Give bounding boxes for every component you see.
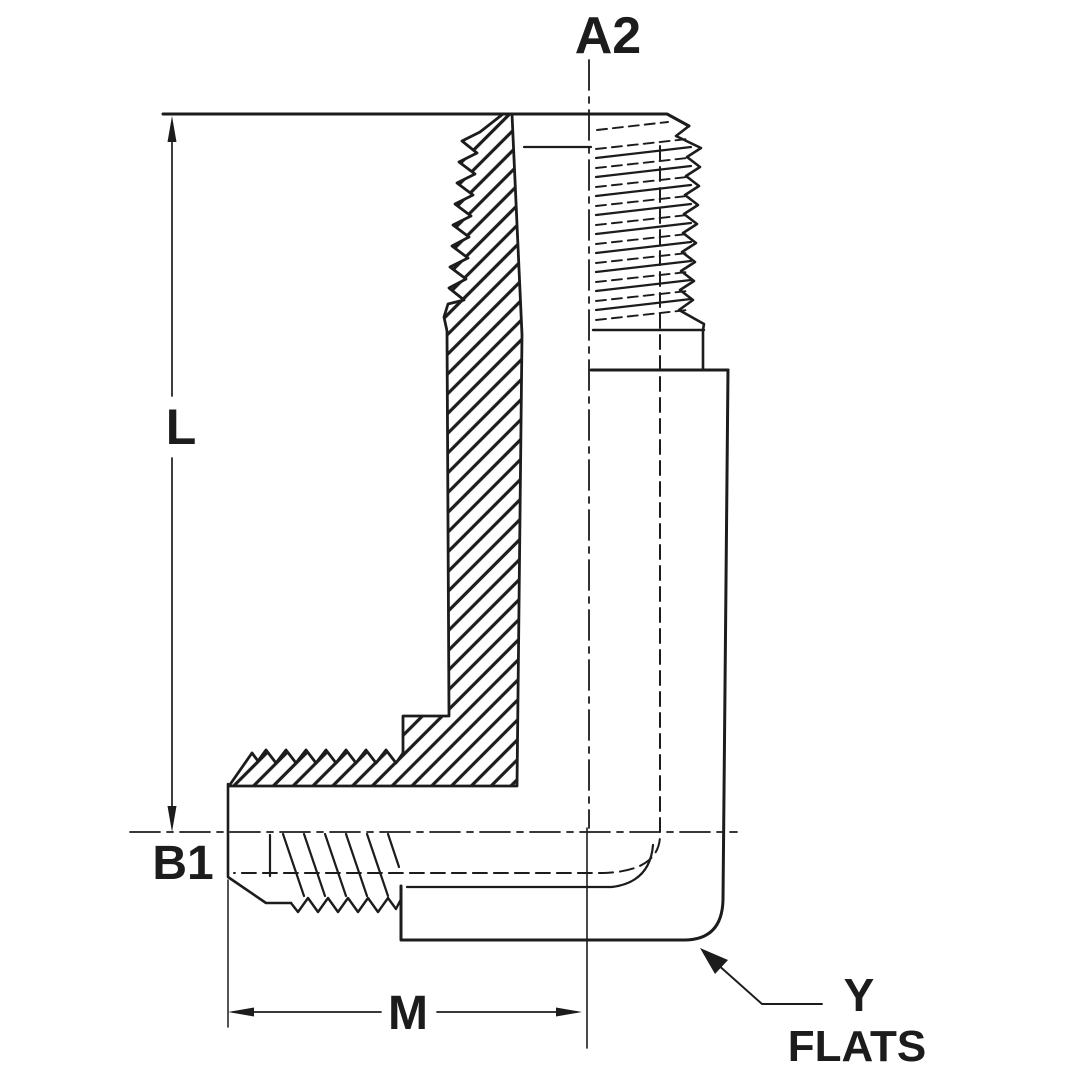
- thread-root-line: [595, 290, 688, 302]
- thread-root-line: [596, 121, 669, 131]
- thread-flank-line: [365, 832, 390, 898]
- thread-crest-line: [594, 202, 693, 217]
- dimension-m: M: [228, 987, 582, 1040]
- thread-root-line: [595, 233, 688, 245]
- thread-flank-line: [302, 832, 327, 898]
- section-hatch-region: [227, 112, 524, 788]
- arrowhead-up: [167, 116, 177, 142]
- thread-flank-line: [323, 832, 348, 898]
- top-face-and-extension-line: [161, 112, 691, 128]
- centerlines: [129, 59, 738, 1049]
- thread-crest-line: [594, 183, 693, 198]
- arrowhead-down: [167, 806, 177, 832]
- thread-flank-line: [281, 832, 306, 898]
- thread-flank-line: [344, 832, 369, 898]
- hatched-wall: [227, 112, 524, 788]
- thread-root-line: [595, 138, 688, 150]
- thread-root-line: [595, 176, 688, 188]
- thread-root-line: [595, 214, 688, 226]
- dimension-l: L: [166, 116, 197, 832]
- drawing-root: L M A2 B1 Y FLATS: [129, 7, 926, 1071]
- label-b1: B1: [152, 837, 213, 890]
- npt-thread-face-lines: [594, 121, 693, 321]
- arrowhead-left: [228, 1007, 254, 1017]
- thread-root-lines-dashed: [595, 121, 688, 321]
- leader-line: [706, 954, 823, 1005]
- thread-crest-line: [594, 164, 693, 179]
- thread-root-line: [595, 309, 688, 321]
- flats-callout: Y FLATS: [700, 948, 926, 1071]
- label-m: M: [388, 987, 428, 1040]
- jic-thread-crest-silhouette: [289, 896, 402, 914]
- npt-thread-crest-silhouette: [674, 124, 706, 332]
- thread-crest-line: [594, 240, 693, 255]
- leader-arrowhead: [700, 948, 728, 974]
- thread-root-line: [595, 157, 688, 169]
- body-outline: [161, 112, 730, 942]
- thread-root-line: [595, 195, 688, 207]
- label-a2: A2: [575, 7, 641, 65]
- jic-thread-face-lines: [268, 832, 401, 898]
- thread-crest-line: [594, 221, 693, 236]
- jic-nose-face-and-chamfer: [226, 782, 293, 905]
- label-l: L: [166, 399, 197, 455]
- thread-flank-line: [386, 832, 401, 869]
- label-y: Y: [844, 969, 875, 1021]
- wrench-flats-edge: [405, 843, 655, 889]
- thread-crest-line: [594, 297, 693, 312]
- thread-crest-line: [594, 278, 693, 293]
- arrowhead-right: [556, 1007, 582, 1017]
- label-flats: FLATS: [788, 1022, 927, 1071]
- hidden-bore-line: [233, 145, 661, 874]
- thread-root-line: [595, 252, 688, 264]
- thread-root-line: [595, 271, 688, 283]
- body-right-and-bottom-edge: [399, 368, 730, 942]
- thread-crest-line: [594, 259, 693, 274]
- thread-crest-line: [594, 145, 693, 160]
